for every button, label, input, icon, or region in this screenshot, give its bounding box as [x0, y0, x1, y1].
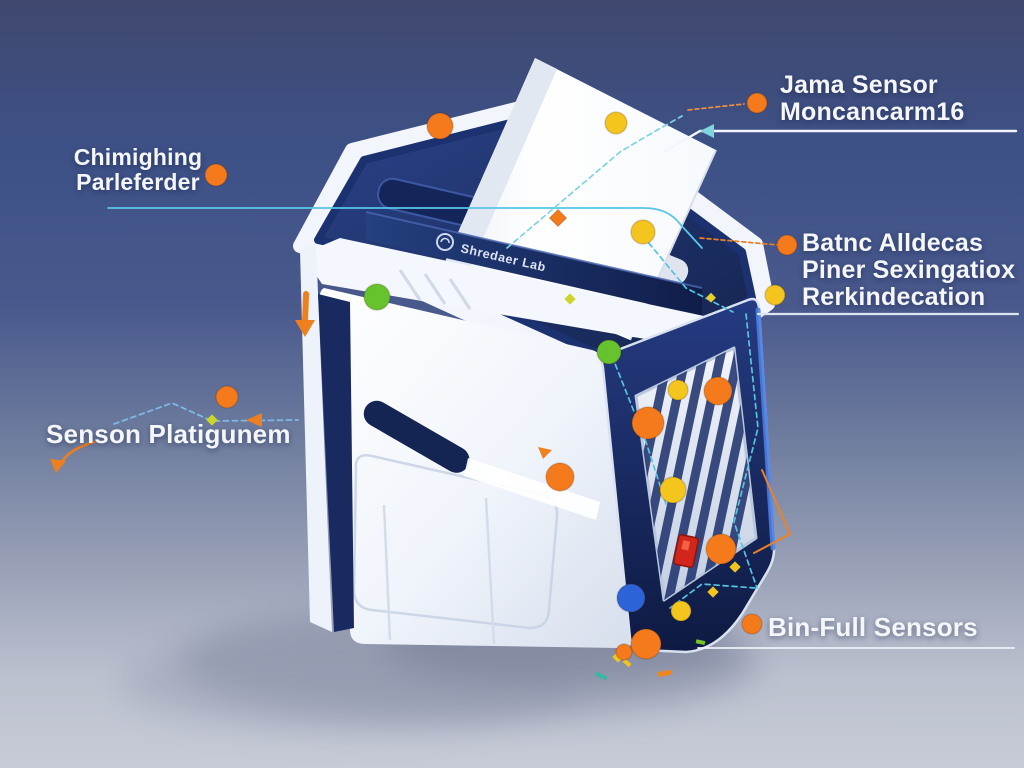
front-gloss-band: [464, 458, 600, 520]
side-dashed-4: [669, 583, 756, 609]
front-corner-dot: [545, 462, 575, 492]
alignment-leader-dashed: [699, 237, 779, 246]
side-orange-zigzag: [753, 469, 792, 554]
side-panel-yellow-dot-2: [659, 476, 687, 504]
front-lip-dot: [363, 283, 391, 311]
left-side-panel: [318, 294, 354, 632]
side-dashed-2: [611, 355, 667, 505]
label-platen-line1: Senson Platigunem: [46, 419, 291, 449]
bin-outline: [352, 454, 559, 630]
deck-top-dot: [426, 112, 454, 140]
bin-label-dot: [741, 613, 763, 635]
lip-down-arrowhead: [295, 320, 315, 337]
platen-label-dot: [215, 385, 239, 409]
label-alignment-line3: Rerkindecation: [802, 283, 986, 311]
feeder-label-dot: [204, 163, 228, 187]
label-platen: Senson Platigunem: [46, 420, 291, 448]
label-jam-sensor: Jama Sensor Moncancarm16: [780, 72, 964, 126]
feeder-callout-line: [107, 207, 703, 249]
jam-leader-dashed: [687, 103, 745, 111]
paper-sheet-dot: [604, 111, 628, 135]
side-panel-dot-1: [631, 406, 665, 440]
indicator-label-dot: [764, 284, 786, 306]
platen-arrow: [246, 413, 262, 427]
bottom-corner-dot: [630, 628, 662, 660]
paper-exit-dot: [630, 219, 656, 245]
label-bin-full: Bin-Full Sensors: [768, 613, 978, 641]
jam-label-dot: [746, 92, 768, 114]
label-bin-line1: Bin-Full Sensors: [768, 612, 978, 642]
shredder-device: Shredaer Lab: [293, 58, 776, 654]
bottom-corner-dot-2: [615, 643, 633, 661]
label-jam-line2: Moncancarm16: [780, 98, 965, 126]
deck-right-dot: [596, 339, 622, 365]
bin-seams: [382, 497, 496, 645]
label-alignment-line2: Piner Sexingatiox: [802, 256, 1016, 284]
front-lip: [302, 238, 704, 348]
left-trim: [300, 244, 332, 632]
alignment-label-dot: [776, 234, 798, 256]
label-alignment-line1: Batnc Alldecas: [802, 229, 984, 257]
side-dashed-3: [642, 235, 734, 313]
side-panel-blue-dot: [616, 583, 646, 613]
label-feeder: Chimighing Parleferder: [55, 145, 221, 195]
side-dashed-1: [733, 313, 759, 589]
side-panel-dot-2: [703, 376, 733, 406]
sensor-markers: [204, 92, 798, 661]
power-button: [672, 534, 700, 568]
side-panel-yellow-dot-1: [667, 379, 689, 401]
label-jam-line1: Jama Sensor: [780, 71, 938, 99]
label-feeder-line1: Chimighing: [73, 144, 203, 170]
side-panel-dot-3: [705, 533, 737, 565]
jam-callout-arrow: [700, 124, 714, 138]
handle-slot: [363, 400, 470, 473]
paper-leader-dashed: [506, 115, 683, 249]
label-alignment: Batnc Alldecas Piner Sexingatiox Rerkind…: [802, 230, 1015, 311]
label-feeder-line2: Parleferder: [76, 168, 200, 195]
brand-logo-swirl: [440, 237, 450, 244]
side-edge-gloss: [755, 307, 776, 551]
feed-slot-diamond: [548, 208, 568, 228]
callout-lines: [50, 103, 1020, 649]
platen-curved-arrowhead: [50, 459, 66, 473]
side-panel-yellow-dot-3: [670, 600, 692, 622]
jam-callout-line: [662, 129, 1018, 154]
lip-down-arrow: [302, 291, 309, 325]
brand-logo-icon: [436, 233, 454, 251]
